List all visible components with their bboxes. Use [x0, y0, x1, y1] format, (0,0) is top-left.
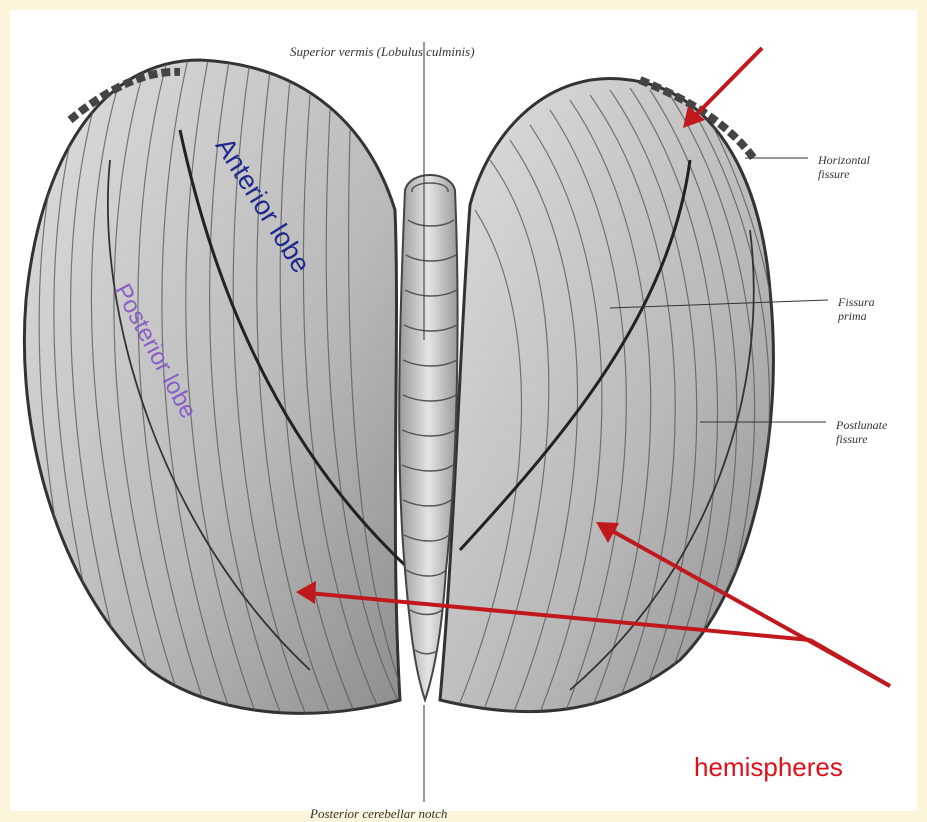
arrow-horizontal-fissure	[693, 48, 762, 118]
arrow-join	[810, 640, 890, 686]
right-hemisphere	[440, 79, 780, 725]
label-fissura-prima: Fissura prima	[838, 295, 875, 323]
label-postlunate-fissure-line1: Postlunate	[836, 418, 887, 432]
label-postlunate-fissure-line2: fissure	[836, 432, 887, 446]
label-fissura-prima-line2: prima	[838, 309, 875, 323]
label-horizontal-fissure: Horizontal fissure	[818, 153, 870, 181]
label-postlunate-fissure: Postlunate fissure	[836, 418, 887, 446]
label-hemispheres: hemispheres	[694, 752, 843, 783]
label-horizontal-fissure-line1: Horizontal	[818, 153, 870, 167]
label-fissura-prima-line1: Fissura	[838, 295, 875, 309]
diagram-frame: Superior vermis (Lobulus culminis) Poste…	[10, 10, 917, 811]
cerebellum-illustration	[10, 10, 917, 811]
label-horizontal-fissure-line2: fissure	[818, 167, 870, 181]
label-superior-vermis: Superior vermis (Lobulus culminis)	[290, 44, 475, 60]
label-posterior-notch: Posterior cerebellar notch	[310, 806, 447, 822]
